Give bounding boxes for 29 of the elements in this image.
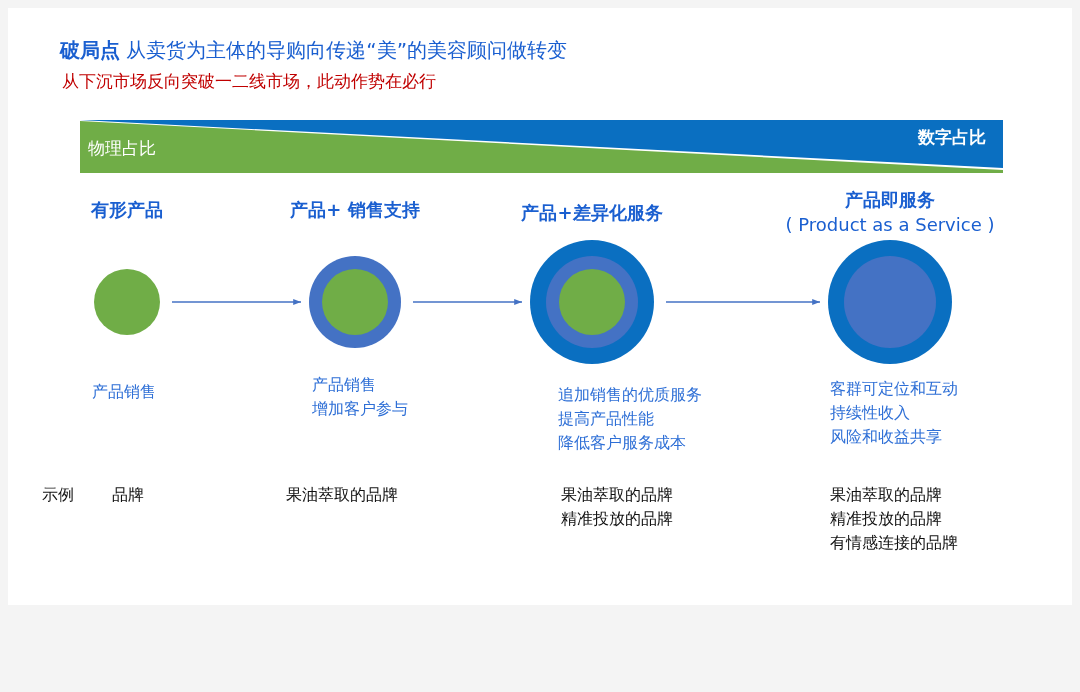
stage-heading: 产品即服务 — [844, 188, 936, 212]
title: 破局点 从卖货为主体的导购向传递“美”的美容顾问做转变 — [60, 37, 568, 64]
example-text: 精准投放的品牌 — [830, 508, 942, 530]
stage-description: 持续性收入 — [830, 402, 910, 424]
stage-description: 产品销售 — [312, 374, 376, 396]
stage-description: 客群可定位和互动 — [830, 378, 958, 400]
stage-description: 提高产品性能 — [558, 408, 654, 430]
stage-description: 增加客户参与 — [312, 398, 408, 420]
banner-label: 数字占比 — [918, 126, 986, 149]
example-text: 品牌 — [112, 484, 144, 506]
banner-label: 物理占比 — [88, 137, 156, 160]
stage-description: 产品销售 — [92, 381, 156, 403]
example-text: 果油萃取的品牌 — [286, 484, 398, 506]
stage-description: 追加销售的优质服务 — [558, 384, 702, 406]
example-text: 果油萃取的品牌 — [830, 484, 942, 506]
example-text: 精准投放的品牌 — [561, 508, 673, 530]
stage-subheading: ( Product as a Service ) — [784, 214, 996, 235]
stage-heading: 产品+差异化服务 — [520, 201, 664, 225]
arrow — [665, 298, 821, 306]
example-text: 有情感连接的品牌 — [830, 532, 958, 554]
subtitle: 从下沉市场反向突破一二线市场，此动作势在必行 — [62, 70, 436, 93]
stage-description: 风险和收益共享 — [830, 426, 942, 448]
stage-description: 降低客户服务成本 — [558, 432, 686, 454]
example-text: 果油萃取的品牌 — [561, 484, 673, 506]
stage-heading: 有形产品 — [90, 198, 164, 222]
arrow — [171, 298, 302, 306]
row-label: 示例 — [42, 484, 74, 506]
stage-heading: 产品+ 销售支持 — [289, 198, 421, 222]
arrow — [412, 298, 523, 306]
